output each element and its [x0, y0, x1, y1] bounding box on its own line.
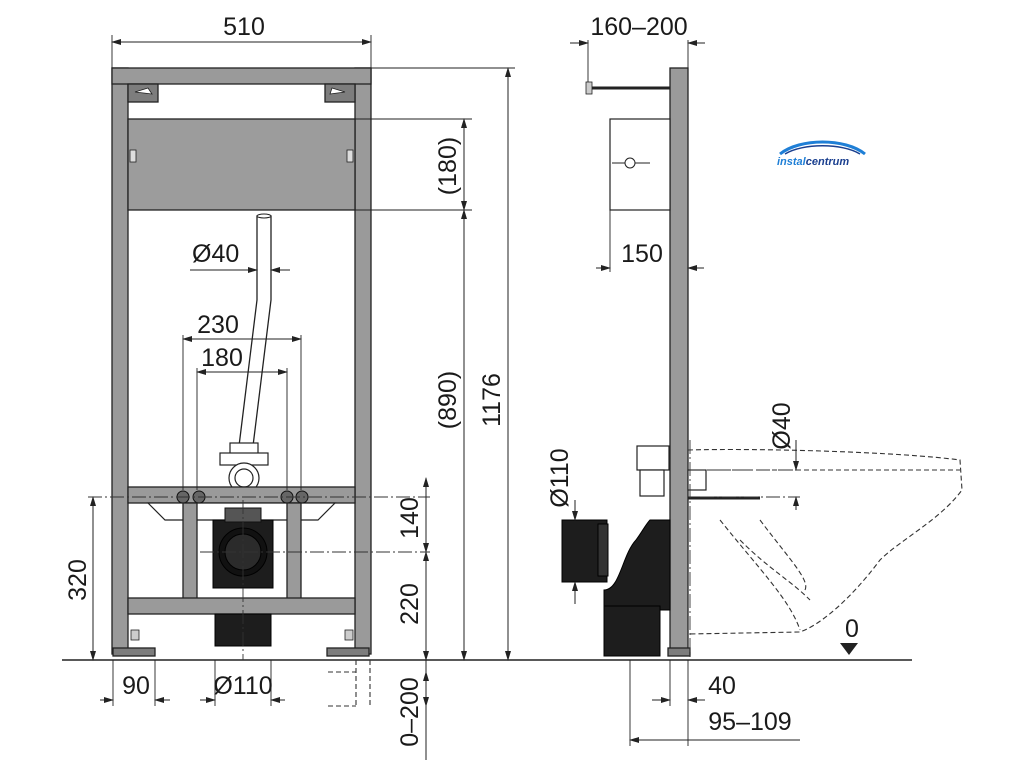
dim-foot-90: 90 — [122, 672, 150, 700]
dim-drain-height-320: 320 — [64, 559, 92, 601]
dim-foot-adjust-0-200: 0–200 — [396, 677, 424, 747]
lower-rail — [127, 597, 356, 615]
cistern-panel — [127, 118, 356, 211]
dim-offset-40: 40 — [708, 672, 736, 700]
logo-text-instal: instal — [777, 156, 807, 168]
dim-depth-160-200: 160–200 — [590, 13, 687, 41]
right-upright — [354, 67, 372, 655]
dim-side-pipe-40: Ø40 — [768, 402, 796, 449]
side-view: 0 160–200 150 Ø40 Ø110 40 — [546, 13, 963, 746]
dim-total-height-1176: 1176 — [478, 373, 506, 427]
dim-stud-140: 140 — [396, 497, 424, 539]
dim-axis-220: 220 — [396, 583, 424, 625]
dim-depth-95-109: 95–109 — [708, 708, 791, 736]
svg-text:instalcentrum: instalcentrum — [777, 156, 849, 168]
front-view: 510 Ø40 230 180 (180) (890) 1176 320 140 — [64, 13, 515, 760]
side-post — [669, 67, 689, 655]
logo-text-centrum: centrum — [806, 156, 850, 168]
floor-level-0: 0 — [845, 615, 859, 643]
flush-pipe-front — [238, 215, 272, 447]
dim-spacing-180: 180 — [201, 344, 243, 372]
dim-inner-height-890: (890) — [434, 371, 462, 429]
dim-pipe-diameter-40: Ø40 — [192, 240, 239, 268]
dim-width-510: 510 — [223, 13, 265, 41]
foot-right — [326, 647, 370, 657]
dim-spacing-230: 230 — [197, 311, 239, 339]
middle-rail — [127, 486, 356, 504]
top-rail — [111, 67, 372, 85]
dim-drain-110: Ø110 — [213, 672, 272, 700]
instalcentrum-logo: instalcentrum — [777, 140, 866, 168]
toilet-bowl-outline — [687, 448, 963, 635]
side-cistern — [609, 118, 671, 211]
dim-side-drain-110: Ø110 — [546, 448, 574, 507]
left-upright — [111, 67, 129, 655]
side-drain-bend — [603, 519, 671, 611]
dim-cistern-150: 150 — [621, 240, 663, 268]
foot-left — [112, 647, 156, 657]
dim-panel-height-180: (180) — [434, 137, 462, 195]
